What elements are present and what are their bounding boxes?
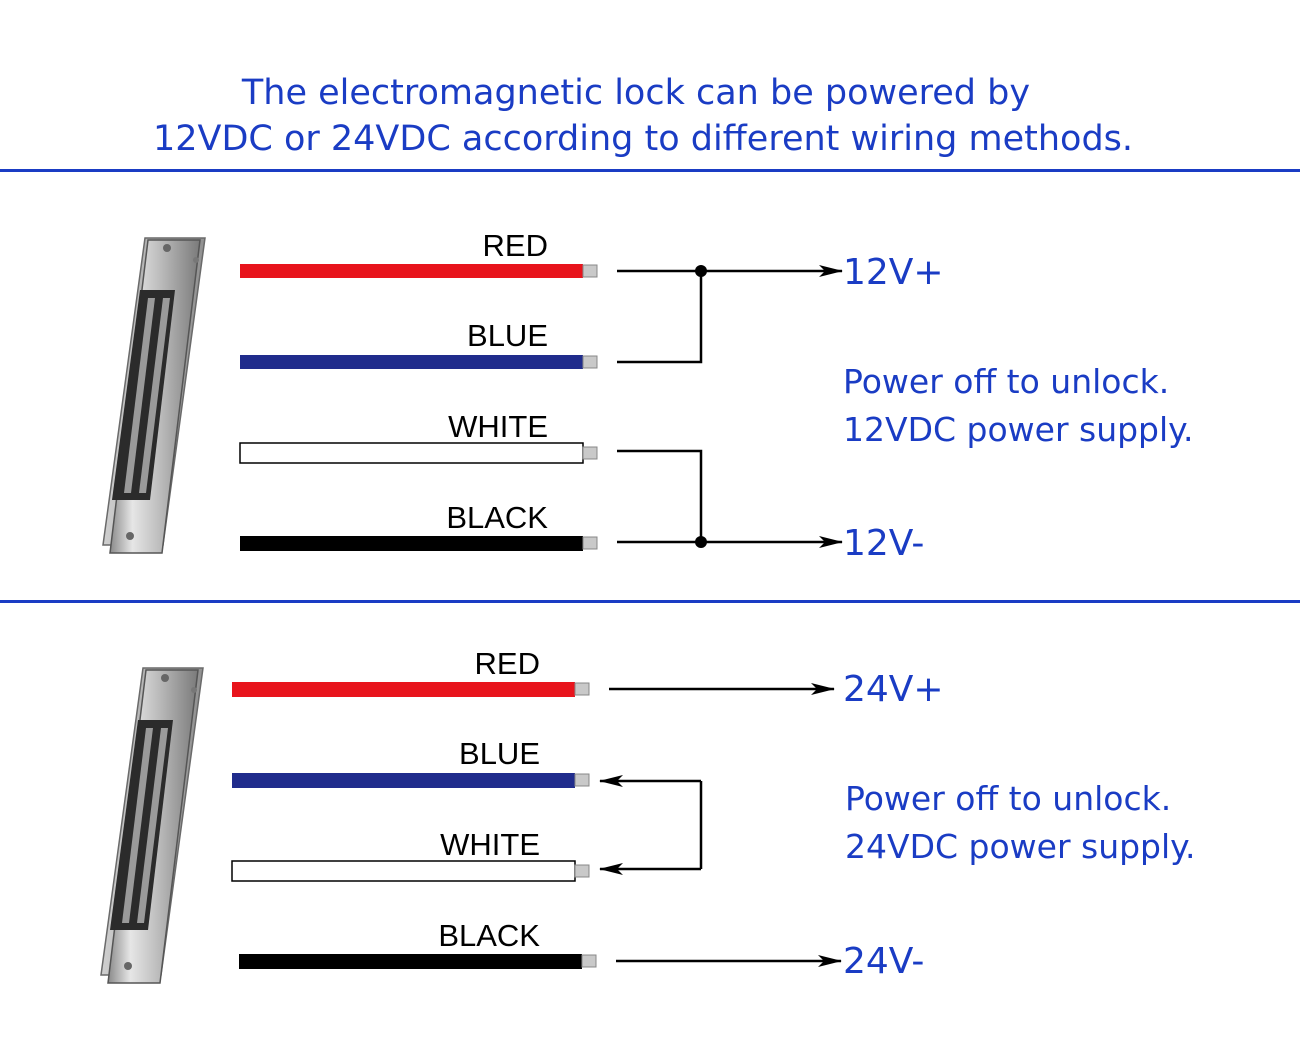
white-wire-label: WHITE — [440, 827, 540, 862]
connection-lines-24v — [599, 683, 842, 967]
junction-dot — [695, 536, 707, 548]
white-wire — [239, 442, 584, 464]
magnetic-lock-image — [100, 667, 204, 984]
positive-terminal-label: 24V+ — [843, 669, 944, 710]
note-line-1: Power off to unlock. — [845, 779, 1171, 818]
black-wire-label: BLACK — [446, 500, 548, 535]
red-wire-label: RED — [483, 228, 548, 263]
middle-divider — [0, 600, 1300, 603]
note-line-1: Power off to unlock. — [843, 362, 1169, 401]
blue-wire-label: BLUE — [467, 318, 548, 353]
title-line-2: 12VDC or 24VDC according to different wi… — [153, 119, 1133, 159]
blue-wire — [240, 355, 583, 369]
white-wire — [231, 860, 576, 882]
junction-dot — [695, 265, 707, 277]
red-wire-tip — [574, 682, 590, 696]
blue-wire-tip — [574, 773, 590, 787]
magnetic-lock-image — [102, 237, 206, 554]
red-wire — [240, 264, 583, 278]
blue-wire — [232, 773, 575, 788]
white-wire-tip — [574, 864, 590, 878]
red-wire-tip — [582, 264, 598, 278]
note-line-2: 24VDC power supply. — [845, 827, 1195, 866]
black-wire-label: BLACK — [438, 918, 540, 953]
connection-lines-12v — [617, 265, 843, 548]
top-divider — [0, 169, 1300, 172]
white-wire-tip — [582, 446, 598, 460]
title-line-1: The electromagnetic lock can be powered … — [241, 73, 1030, 113]
panel-24v: RED BLUE WHITE BLACK 24V+ 24V- Power off… — [100, 646, 1195, 984]
black-wire-tip — [582, 536, 598, 550]
black-wire — [240, 536, 583, 551]
note-line-2: 12VDC power supply. — [843, 410, 1193, 449]
negative-terminal-label: 24V- — [843, 941, 924, 982]
red-wire-label: RED — [475, 646, 540, 681]
black-wire — [239, 954, 582, 969]
black-wire-tip — [581, 954, 597, 968]
white-wire-label: WHITE — [448, 409, 548, 444]
panel-12v: RED BLUE WHITE BLACK 12V+ 12V- Power off… — [102, 228, 1193, 564]
negative-terminal-label: 12V- — [843, 523, 924, 564]
blue-wire-label: BLUE — [459, 736, 540, 771]
positive-terminal-label: 12V+ — [843, 252, 944, 293]
blue-wire-tip — [582, 355, 598, 369]
red-wire — [232, 682, 575, 697]
